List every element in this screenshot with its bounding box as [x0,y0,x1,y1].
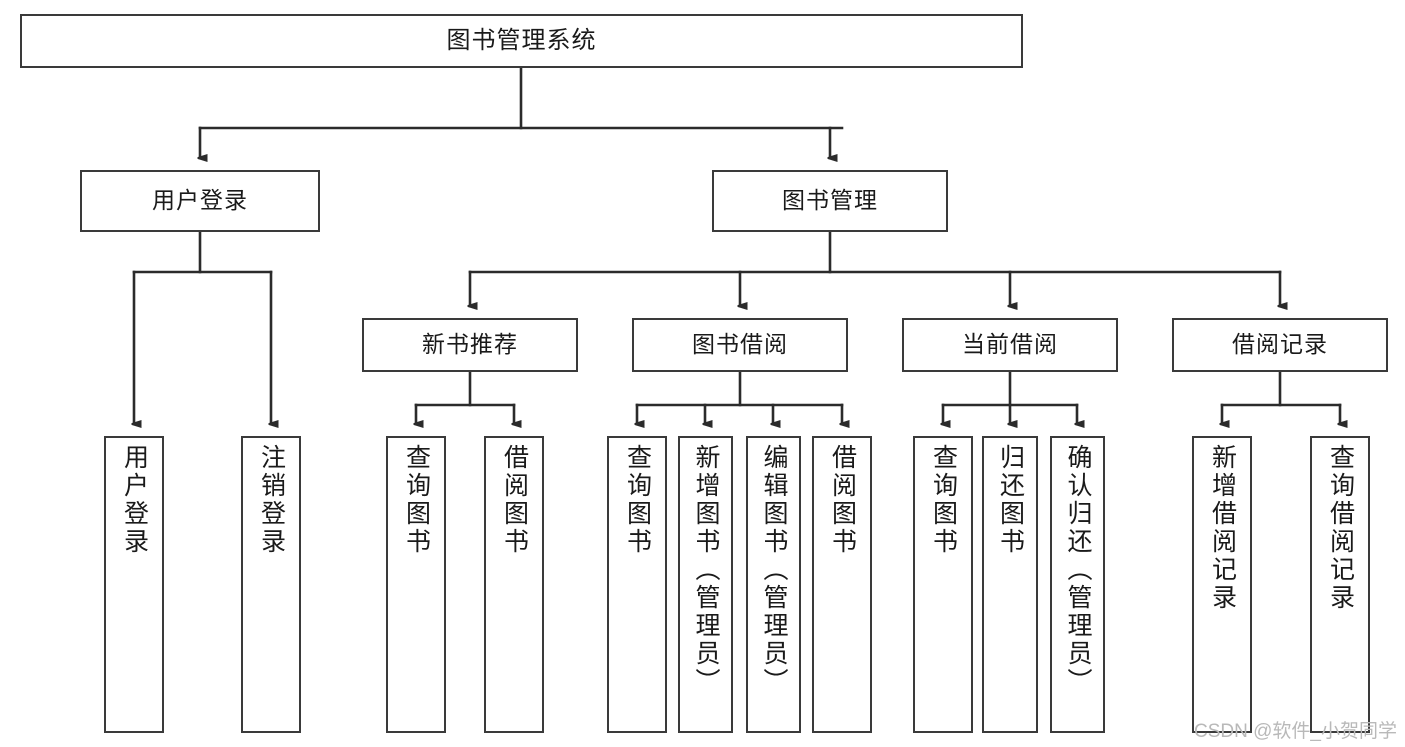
leaf-new-book-query-book[interactable]: 查询图书 [386,436,446,733]
leaf-record-add-record[interactable]: 新增借阅记录 [1192,436,1252,733]
leaf-borrow-query-book[interactable]: 查询图书 [607,436,667,733]
node-label: 当前借阅 [962,331,1058,358]
node-new-book-recommend[interactable]: 新书推荐 [362,318,578,372]
leaf-new-book-borrow-book[interactable]: 借阅图书 [484,436,544,733]
leaf-label: 借阅图书 [828,444,857,556]
node-label: 图书管理系统 [446,26,597,54]
leaf-label: 查询借阅记录 [1326,444,1355,612]
node-book-management[interactable]: 图书管理 [712,170,948,232]
node-label: 图书管理 [782,187,878,214]
leaf-label: 查询图书 [402,444,431,556]
leaf-label: 查询图书 [623,444,652,556]
node-borrow-record[interactable]: 借阅记录 [1172,318,1388,372]
leaf-label: 归还图书 [996,444,1025,556]
leaf-label: 用户登录 [120,444,149,556]
leaf-label: 注销登录 [257,444,286,556]
node-label: 新书推荐 [422,331,518,358]
leaf-label: 新增借阅记录 [1208,444,1237,612]
node-label: 图书借阅 [692,331,788,358]
leaf-label: 新增图书（管理员） [692,444,720,696]
node-user-login[interactable]: 用户登录 [80,170,320,232]
leaf-label: 借阅图书 [500,444,529,556]
leaf-current-query-book[interactable]: 查询图书 [913,436,973,733]
leaf-user-login[interactable]: 用户登录 [104,436,164,733]
node-label: 借阅记录 [1232,331,1328,358]
node-label: 用户登录 [152,187,248,214]
node-current-borrow[interactable]: 当前借阅 [902,318,1118,372]
leaf-borrow-edit-book-admin[interactable]: 编辑图书（管理员） [746,436,801,733]
leaf-logout[interactable]: 注销登录 [241,436,301,733]
node-book-borrow[interactable]: 图书借阅 [632,318,848,372]
node-root-library-system[interactable]: 图书管理系统 [20,14,1023,68]
leaf-label: 确认归还（管理员） [1064,444,1092,696]
leaf-current-confirm-return-admin[interactable]: 确认归还（管理员） [1050,436,1105,733]
leaf-label: 编辑图书（管理员） [760,444,788,696]
leaf-label: 查询图书 [929,444,958,556]
leaf-current-return-book[interactable]: 归还图书 [982,436,1038,733]
leaf-borrow-lend-book[interactable]: 借阅图书 [812,436,872,733]
leaf-record-query-record[interactable]: 查询借阅记录 [1310,436,1370,733]
leaf-borrow-add-book-admin[interactable]: 新增图书（管理员） [678,436,733,733]
